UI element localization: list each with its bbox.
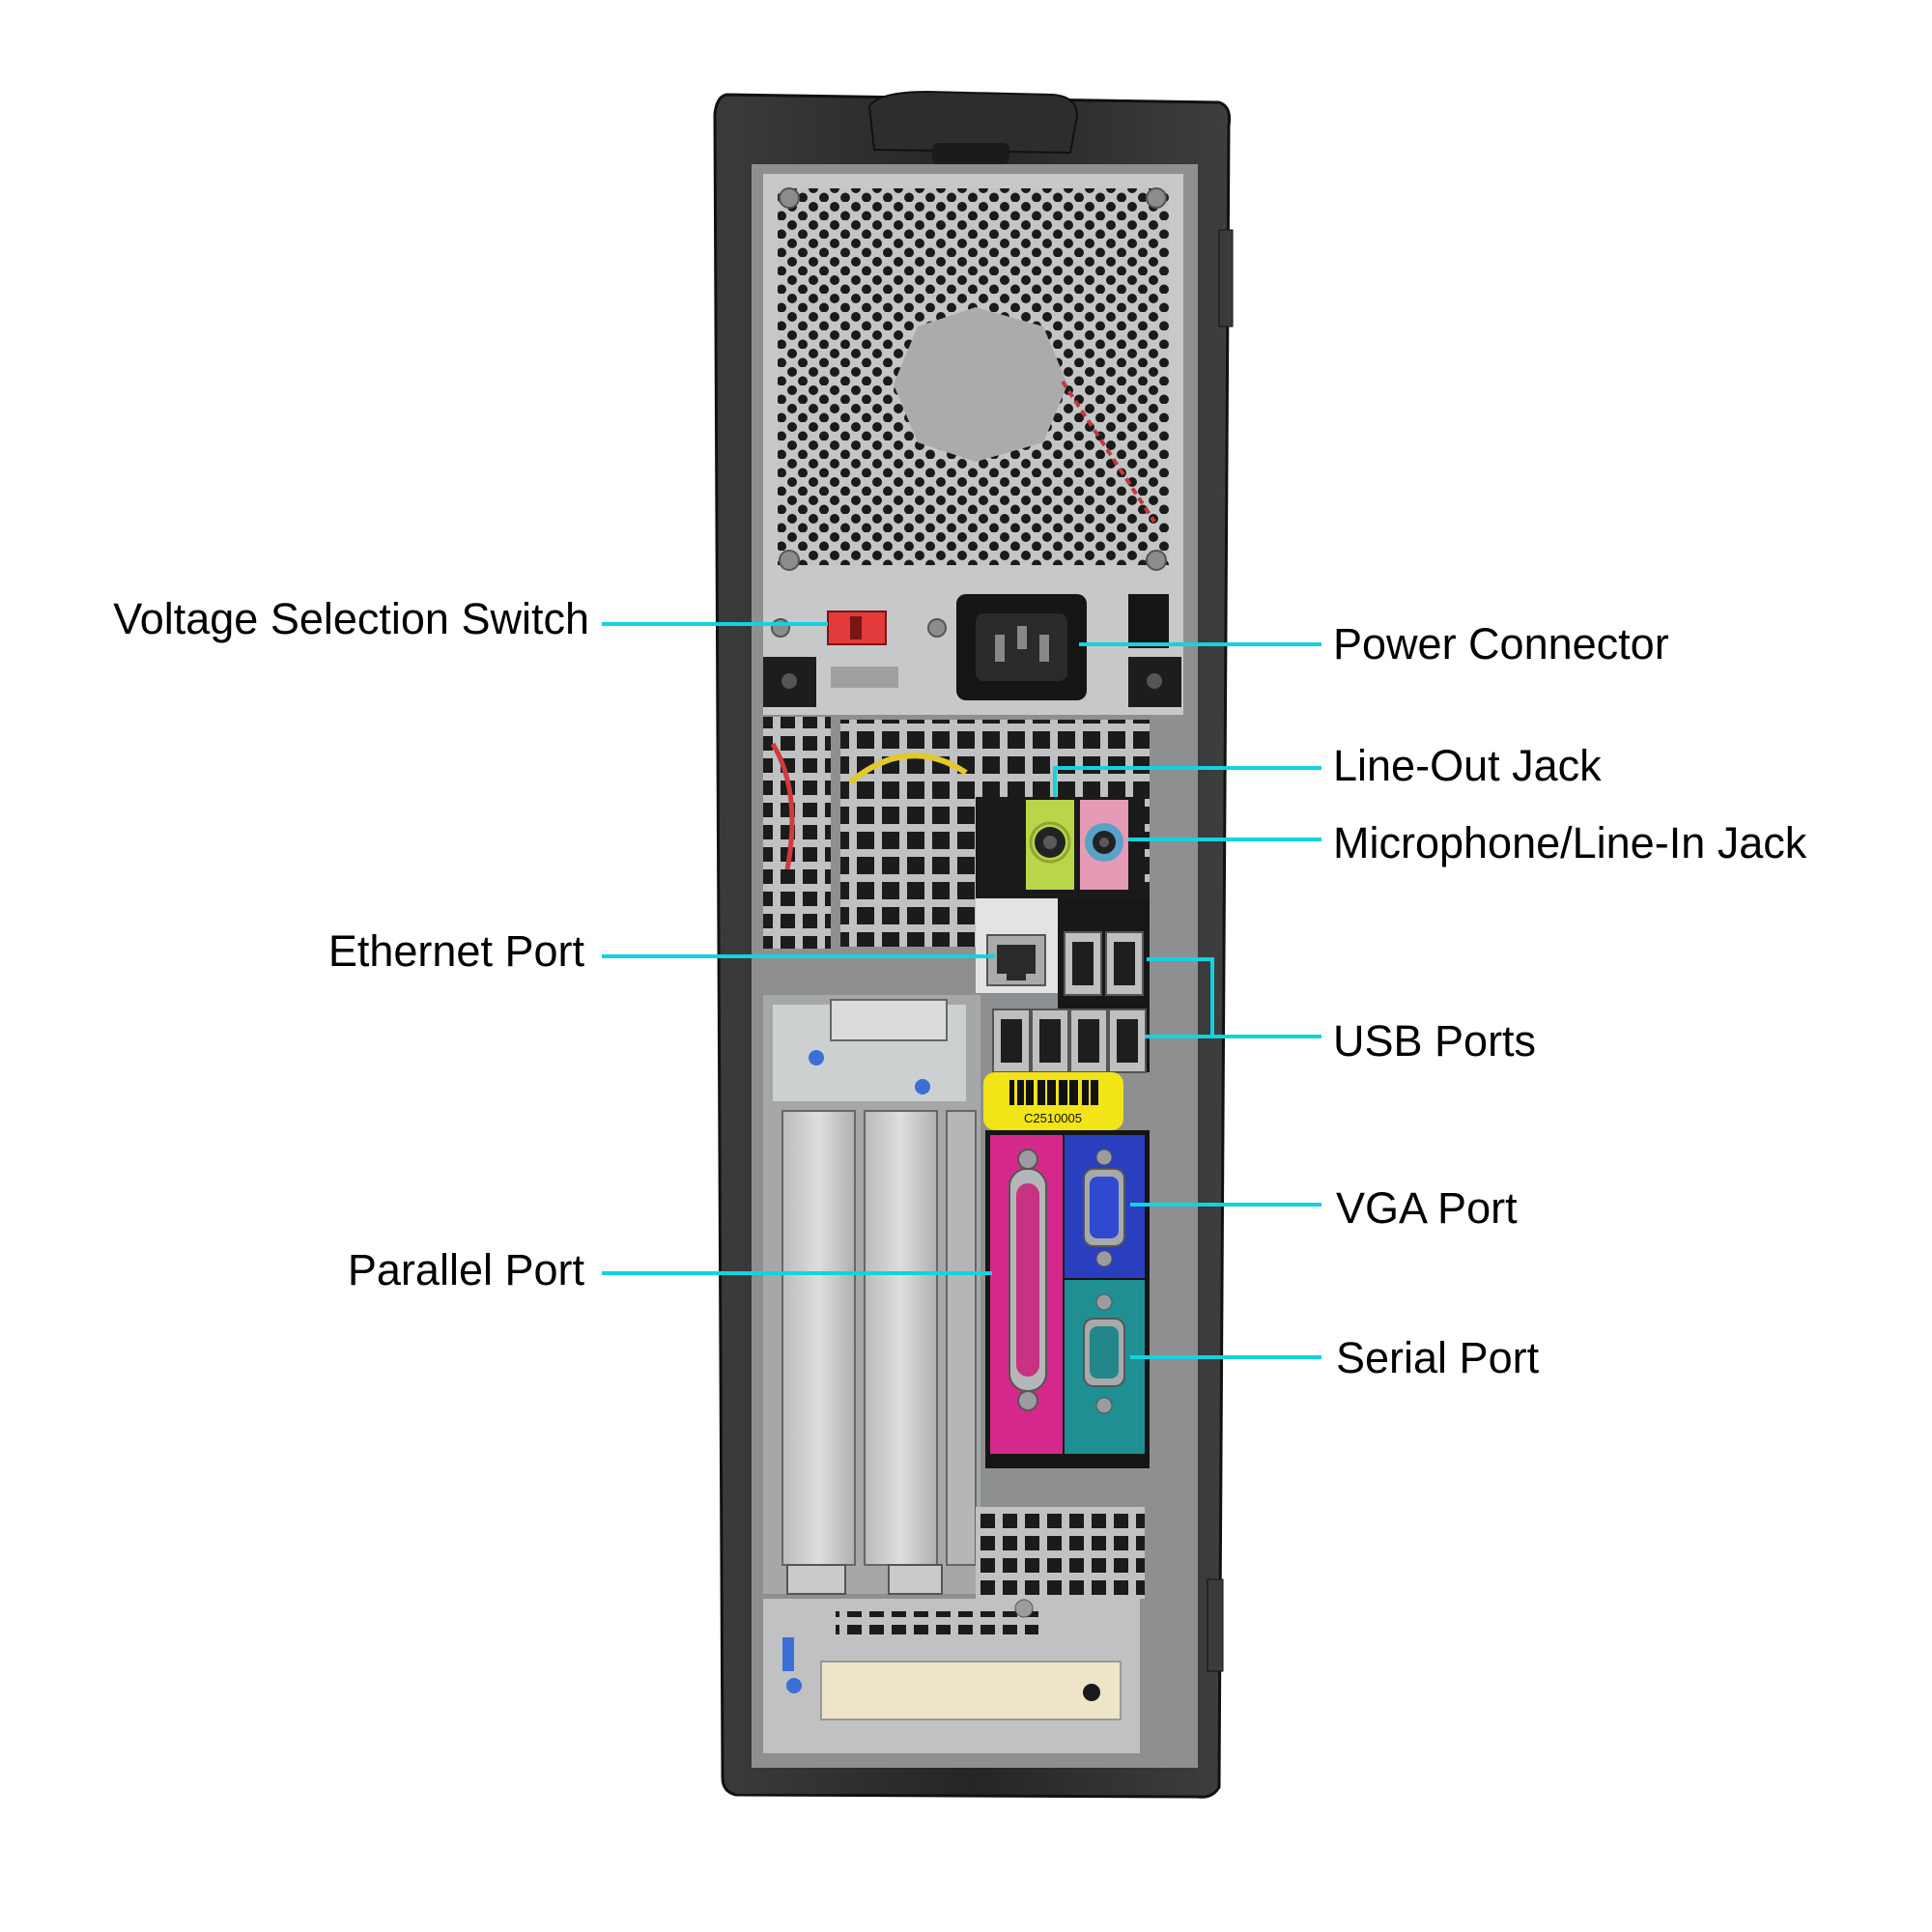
serial-port-label: Serial Port [1336, 1333, 1540, 1382]
line-out-jack [1026, 800, 1074, 890]
parallel-port [990, 1135, 1063, 1454]
side-vent [763, 717, 831, 949]
serial-port [1065, 1280, 1145, 1454]
voltage-selection-switch [827, 611, 887, 645]
bottom-vent [976, 1507, 1145, 1599]
usb-leader [1145, 957, 1214, 1038]
line-out-leader [1053, 766, 1321, 797]
microphone-line-in-jack-label: Microphone/Line-In Jack [1333, 818, 1807, 867]
expansion-slots [763, 995, 980, 1595]
microphone-line-in-jack [1080, 800, 1128, 890]
asset-tag: C2510005 [983, 1072, 1123, 1130]
slot-cover-plate [820, 1661, 1122, 1720]
io-panel: C2510005 [976, 797, 1150, 1468]
vga-port-label: VGA Port [1336, 1183, 1518, 1233]
ethernet-port-label: Ethernet Port [327, 926, 584, 976]
leader-lines [602, 622, 1321, 1359]
power-supply [763, 174, 1183, 715]
asset-tag-number: C2510005 [1024, 1111, 1082, 1125]
power-connector-label: Power Connector [1333, 619, 1669, 668]
parallel-port-label: Parallel Port [347, 1245, 584, 1294]
usb-ports-label: USB Ports [1333, 1016, 1537, 1065]
usb-ports [992, 931, 1147, 1073]
fan-hub [894, 307, 1067, 462]
ethernet-port [986, 934, 1046, 986]
line-out-jack-label: Line-Out Jack [1333, 741, 1602, 790]
power-connector [956, 594, 1087, 700]
voltage-selection-switch-label: Voltage Selection Switch [113, 594, 589, 643]
